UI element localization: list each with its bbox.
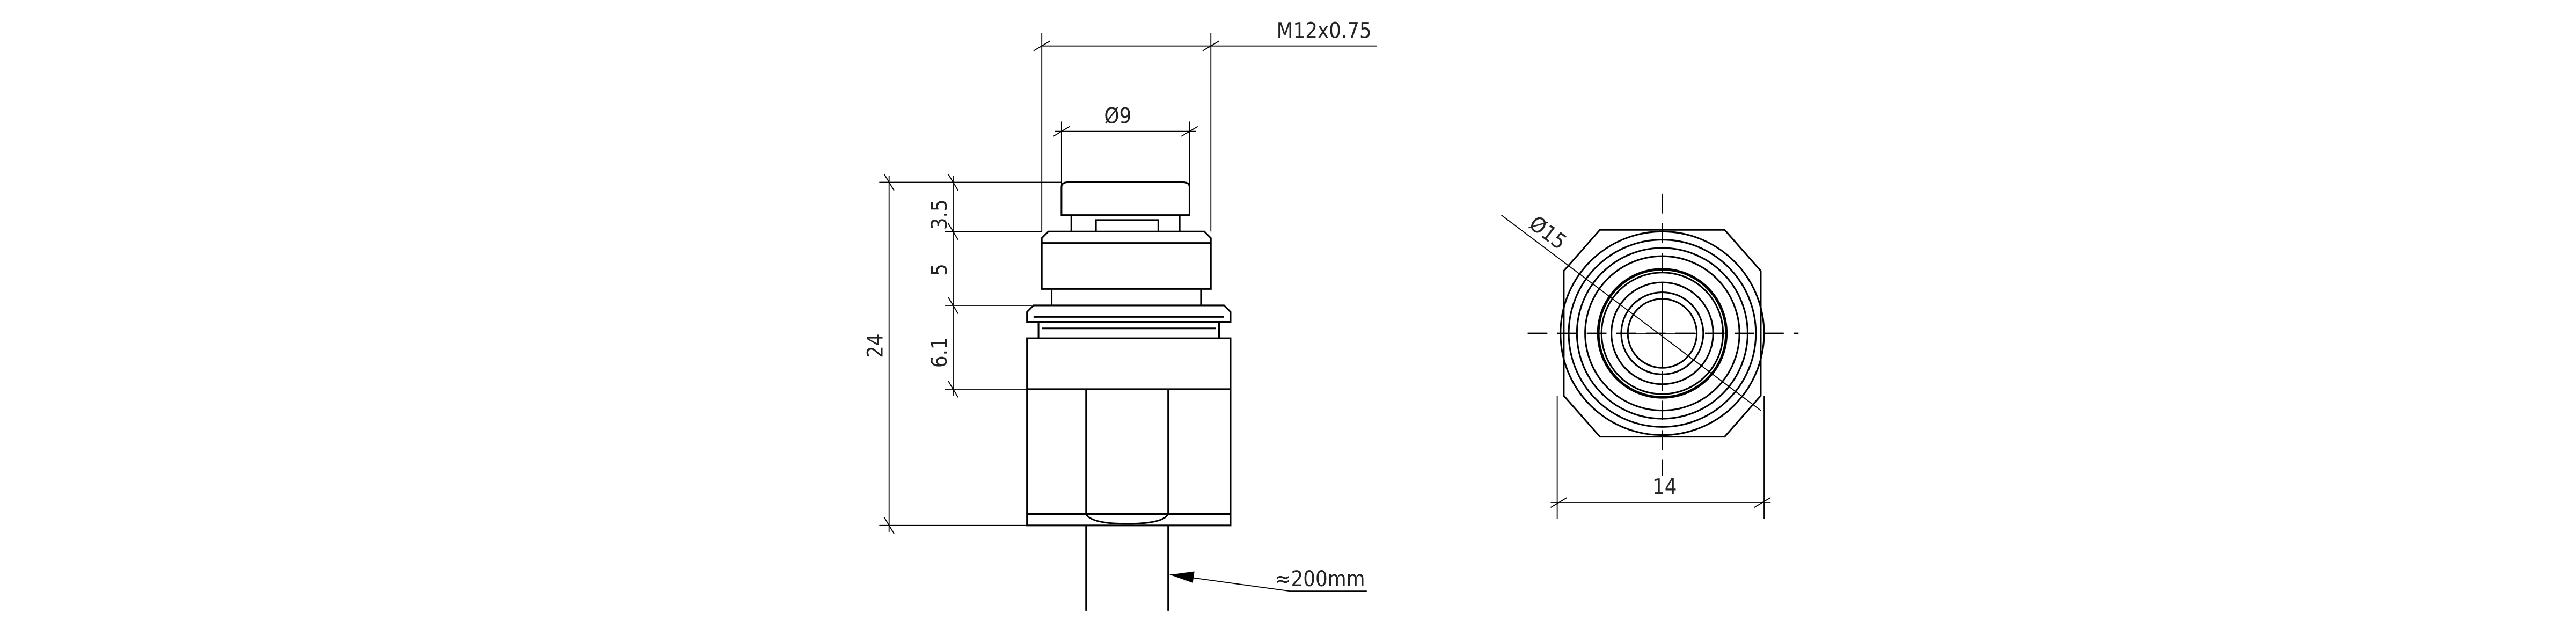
thread-dimension: M12x0.75 <box>1033 18 1377 232</box>
sensor-body <box>1026 181 1232 527</box>
total-height-label: 24 <box>863 333 888 358</box>
hex-height-label: 5 <box>927 264 952 276</box>
arrow-head-icon <box>1169 571 1195 583</box>
tip-height-label: 3.5 <box>927 199 952 230</box>
cable: ≈200mm <box>1085 525 1367 611</box>
width-dimension: 14 <box>1550 396 1771 519</box>
end-view: Ø15 14 <box>1501 193 1799 519</box>
hex-outline <box>1563 229 1762 438</box>
cable-length-label: ≈200mm <box>1275 567 1365 592</box>
tip-diameter-dimension: Ø9 <box>1053 104 1198 186</box>
tip-diameter-label: Ø9 <box>1104 104 1131 128</box>
height-dimensions: 24 3.5 5 6.1 <box>863 173 1062 534</box>
width-label: 14 <box>1652 475 1677 500</box>
flange-height-label: 6.1 <box>927 337 952 368</box>
outer-diameter-label: Ø15 <box>1525 211 1571 254</box>
diameter-leader <box>1501 214 1761 411</box>
thread-label: M12x0.75 <box>1277 18 1372 43</box>
side-view: M12x0.75 Ø9 <box>863 18 1377 611</box>
